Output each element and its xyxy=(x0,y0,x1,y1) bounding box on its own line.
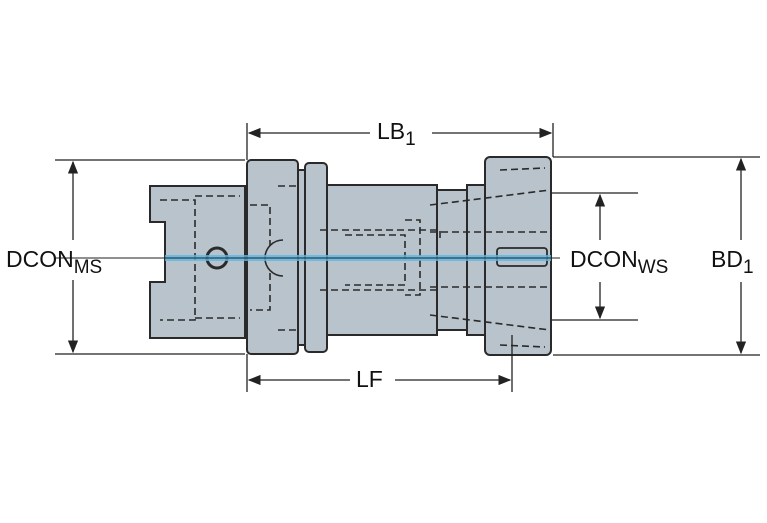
label-dcon-ms: DCONMS xyxy=(6,246,102,279)
label-bd1-sub: 1 xyxy=(742,257,754,278)
label-bd1-main: BD xyxy=(711,246,743,272)
dimension-lines xyxy=(55,123,760,392)
label-dcon-ms-sub: MS xyxy=(73,257,103,278)
label-lf-main: LF xyxy=(356,366,383,392)
label-bd1: BD1 xyxy=(711,246,754,279)
label-dcon-ws-main: DCON xyxy=(570,246,638,272)
label-lb1-sub: 1 xyxy=(405,129,416,150)
label-dcon-ms-main: DCON xyxy=(6,246,74,272)
label-lf: LF xyxy=(356,366,383,393)
hsk-shank xyxy=(149,185,246,339)
label-dcon-ws-sub: WS xyxy=(637,257,669,278)
label-lb1-main: LB xyxy=(377,118,406,144)
label-dcon-ws: DCONWS xyxy=(570,246,668,279)
label-lb1: LB1 xyxy=(377,118,416,151)
